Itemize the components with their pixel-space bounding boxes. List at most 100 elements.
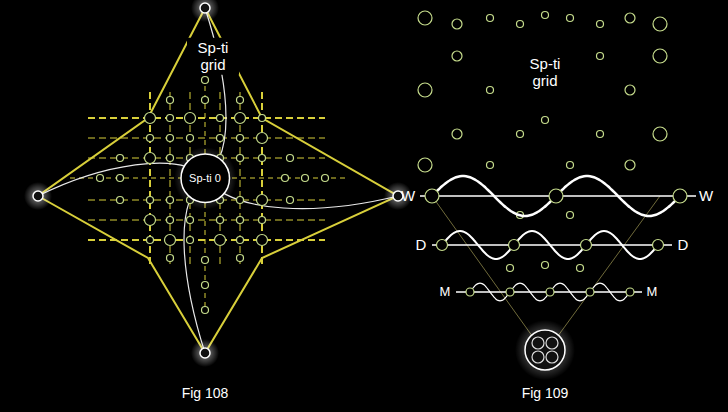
- vertex-glow: [24, 182, 52, 210]
- cluster-ball: [532, 351, 544, 363]
- grid-line: [88, 220, 325, 221]
- grid-label: Sp-ti grid: [187, 38, 239, 75]
- grid-dot: [167, 155, 174, 162]
- grid-dot: [257, 133, 268, 144]
- wave-curve: [442, 231, 660, 259]
- grid-dot: [167, 97, 174, 104]
- grid-dot: [597, 21, 604, 28]
- grid-dot: [452, 129, 462, 139]
- grid-dot: [237, 97, 244, 104]
- grid-dot: [597, 131, 604, 138]
- origin-circle: Sp-ti 0: [180, 153, 231, 204]
- grid-dot: [287, 197, 294, 204]
- grid-dot: [117, 197, 124, 204]
- wave-node: [653, 240, 664, 251]
- grid-dot: [653, 49, 667, 63]
- grid-dot: [202, 282, 209, 289]
- vertex-point: [200, 3, 210, 13]
- wave-label: M: [647, 285, 658, 300]
- grid-dot: [145, 215, 156, 226]
- wave-node: [425, 189, 439, 203]
- grid-dot: [145, 153, 156, 164]
- wave-node: [466, 288, 474, 296]
- wave-label: W: [699, 187, 713, 204]
- grid-dot: [235, 113, 246, 124]
- grid-dot: [452, 19, 462, 29]
- grid-dot: [487, 162, 494, 169]
- grid-dot: [185, 113, 196, 124]
- grid-dot: [167, 217, 174, 224]
- cluster-ball: [546, 351, 558, 363]
- grid-dot: [487, 87, 494, 94]
- grid-dot: [322, 175, 329, 182]
- grid-dot: [117, 175, 124, 182]
- grid-dot: [259, 115, 266, 122]
- grid-dot: [237, 197, 244, 204]
- grid-dot: [187, 217, 194, 224]
- grid-dot: [202, 257, 209, 264]
- grid-dot: [567, 15, 574, 22]
- grid-dot: [237, 155, 244, 162]
- wave-curve: [470, 283, 630, 301]
- grid-dot: [237, 135, 244, 142]
- grid-line: [88, 239, 325, 241]
- grid-dot: [577, 265, 584, 272]
- grid-dot: [147, 237, 154, 244]
- grid-dot: [257, 195, 268, 206]
- grid-dot: [167, 135, 174, 142]
- wave-curve: [432, 176, 680, 216]
- wave-node: [506, 288, 514, 296]
- fig-109-drawing: [418, 11, 696, 380]
- vertex-glow: [191, 339, 219, 367]
- grid-dot: [237, 255, 244, 262]
- axis-line: [432, 244, 672, 246]
- wave-label: W: [401, 187, 415, 204]
- grid-dot: [418, 11, 432, 25]
- source-glow: [515, 320, 575, 380]
- grid-dot: [625, 85, 635, 95]
- grid-dot: [147, 135, 154, 142]
- grid-dot: [287, 155, 294, 162]
- grid-dot: [237, 217, 244, 224]
- grid-label: Sp-ti grid: [519, 54, 571, 91]
- grid-dot: [145, 113, 156, 124]
- figure-caption: Fig 109: [522, 385, 569, 401]
- grid-lines: [70, 50, 345, 310]
- grid-dot: [217, 115, 224, 122]
- grid-dots: [418, 11, 667, 272]
- grid-dot: [202, 307, 209, 314]
- grid-dot: [167, 255, 174, 262]
- fig-108-drawing: [24, 0, 412, 367]
- wave-label: D: [678, 236, 689, 253]
- star-outline: [38, 8, 398, 353]
- wave-node: [581, 240, 592, 251]
- grid-dot: [257, 235, 268, 246]
- grid-dot: [165, 235, 176, 246]
- grid-dot: [117, 155, 124, 162]
- grid-line: [88, 117, 325, 119]
- grid-dot: [542, 12, 549, 19]
- grid-dot: [167, 115, 174, 122]
- grid-dot: [259, 217, 266, 224]
- wave-node: [549, 189, 563, 203]
- spiral-curves: [38, 8, 398, 353]
- grid-dot: [625, 13, 635, 23]
- wave-node: [626, 288, 634, 296]
- converging-line: [555, 196, 660, 340]
- grid-dot: [517, 131, 524, 138]
- wave-node: [546, 288, 554, 296]
- grid-dot: [202, 77, 209, 84]
- grid-dot: [302, 175, 309, 182]
- grid-dots: [97, 57, 329, 314]
- waves: [420, 176, 696, 301]
- wave-node: [586, 288, 594, 296]
- grid-dot: [237, 237, 244, 244]
- grid-dot: [259, 155, 266, 162]
- grid-dot: [418, 83, 432, 97]
- wave-label: M: [440, 285, 451, 300]
- grid-dot: [187, 135, 194, 142]
- grid-dot: [202, 97, 209, 104]
- grid-line: [88, 138, 325, 139]
